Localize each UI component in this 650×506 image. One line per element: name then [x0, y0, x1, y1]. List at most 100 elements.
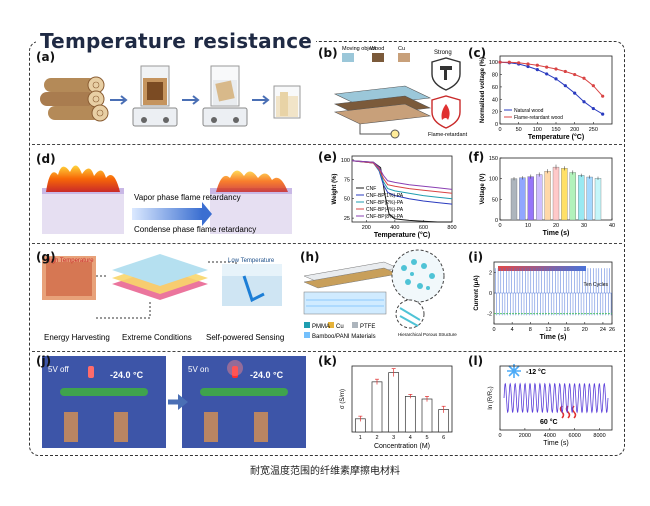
b-legend-cu: Cu: [398, 46, 405, 52]
y-tick-label: 150: [489, 156, 498, 162]
x-axis-label: Time (s): [543, 230, 570, 237]
led-icon: [232, 366, 238, 378]
x-tick-label: 20: [553, 223, 559, 229]
y-tick-label: 2: [489, 270, 492, 276]
x-tick-label: 4: [511, 327, 514, 333]
g-sensing: Self-powered Sensing: [206, 333, 284, 342]
legend-swatch: [398, 53, 410, 62]
y-tick-label: 0: [495, 122, 498, 128]
y-tick-label: 60: [492, 85, 498, 91]
legend-label: CNF-BP(1%)-PA: [366, 193, 404, 199]
layered-substrate-icon: [112, 254, 208, 300]
x-axis-label: Concentration (M): [374, 443, 430, 450]
x-tick-label: 0: [492, 327, 495, 333]
h-structure-label: Hierarchical Porous Structure: [398, 332, 457, 337]
data-point: [498, 60, 502, 64]
y-axis-label: Current (μA): [474, 275, 480, 310]
led-icon: [88, 366, 94, 378]
hotplate-beaker-icon: [132, 65, 178, 127]
data-point: [535, 68, 539, 72]
y-axis-label: Voltage (V): [480, 174, 486, 205]
g-low-temp: Low Temperature: [228, 258, 275, 264]
data-point: [601, 112, 605, 116]
x-tick-label: 150: [551, 127, 560, 133]
arrow-icon: [252, 95, 270, 105]
photo-on: [182, 356, 306, 448]
y-tick-label: 100: [489, 177, 498, 183]
snowflake-icon: [507, 364, 521, 378]
bar: [438, 409, 450, 433]
wood-block-right: [210, 192, 292, 234]
panel-label-b: (b): [318, 46, 338, 60]
data-point: [591, 84, 595, 88]
arrow-icon: [182, 95, 200, 105]
panel-label-l: (l): [468, 354, 484, 368]
flame-icon: [46, 165, 120, 192]
figure-caption: 耐宽温度范围的纤维素摩擦电材料: [250, 466, 400, 477]
data-point: [582, 76, 586, 80]
x-tick-label: 100: [533, 127, 542, 133]
legend-label: CNF: [366, 186, 376, 192]
legend-label: CNF-BP(2%)-PA: [366, 200, 404, 206]
wood-logs-icon: [40, 76, 109, 122]
porous-zoom-circle: [391, 249, 445, 303]
data-point: [563, 84, 567, 88]
l-cold-label: -12 °C: [526, 368, 546, 376]
panel-label-h: (h): [300, 250, 320, 264]
x-tick-label: 30: [581, 223, 587, 229]
x-tick-label: 20: [582, 327, 588, 333]
row-divider-3: [32, 351, 622, 352]
arrow-icon: [178, 394, 188, 410]
y-axis-label: Normalized voltage (%): [480, 57, 486, 123]
data-point: [563, 69, 567, 74]
x-tick-label: 400: [390, 225, 399, 231]
panel-label-c: (c): [468, 46, 487, 60]
x-tick-label: 250: [589, 127, 598, 133]
panel-j-photos: [42, 356, 306, 448]
x-tick-label: 2: [375, 435, 378, 441]
flame-shield-icon: [431, 95, 461, 129]
panel-label-i: (i): [468, 250, 484, 264]
resistance-wave: [503, 382, 609, 414]
g-energy: Energy Harvesting: [44, 333, 110, 342]
panel-label-j: (j): [36, 354, 52, 368]
data-point: [573, 72, 577, 77]
x-tick-label: 4000: [544, 433, 556, 439]
x-tick-label: 6: [442, 435, 445, 441]
j-temp-left: -24.0 °C: [110, 370, 144, 380]
panel-label-d: (d): [36, 152, 56, 166]
panel-label-g: (g): [36, 250, 56, 264]
h-legend-cu: Cu: [336, 324, 344, 330]
x-tick-label: 0: [498, 127, 501, 133]
legend-label: CNF-BP(8%)-PA: [366, 214, 404, 220]
legend-label: CNF-BP(4%)-PA: [366, 207, 404, 213]
x-tick-label: 200: [362, 225, 371, 231]
y-tick-label: 40: [492, 97, 498, 103]
outer-dashed-frame: [29, 41, 625, 456]
data-point: [601, 94, 605, 98]
series-line: [499, 61, 603, 115]
bar: [536, 174, 543, 221]
data-point: [545, 72, 549, 76]
beaker-product-icon: [273, 85, 301, 119]
panel-d-illustration: [42, 165, 292, 234]
j-left-state: 5V off: [48, 365, 70, 374]
data-point: [535, 63, 539, 67]
legend-label: Flame-retardant wood: [514, 115, 563, 121]
series-line: [351, 160, 453, 190]
x-axis-label: Time (s): [540, 334, 567, 341]
g-high-temp: High Temperature: [46, 258, 94, 264]
figure-title: Temperature resistance: [36, 29, 317, 53]
d-condense-text: Condense phase flame retardancy: [134, 225, 256, 234]
panel-a-illustration: [40, 65, 301, 127]
x-tick-label: 0: [498, 433, 501, 439]
y-tick-label: 100: [341, 158, 350, 164]
data-point: [545, 65, 549, 69]
legend-swatch: [342, 53, 354, 62]
data-point: [582, 100, 586, 104]
l-hot-label: 60 °C: [540, 418, 558, 426]
temperature-gradient-bar: [498, 266, 586, 271]
